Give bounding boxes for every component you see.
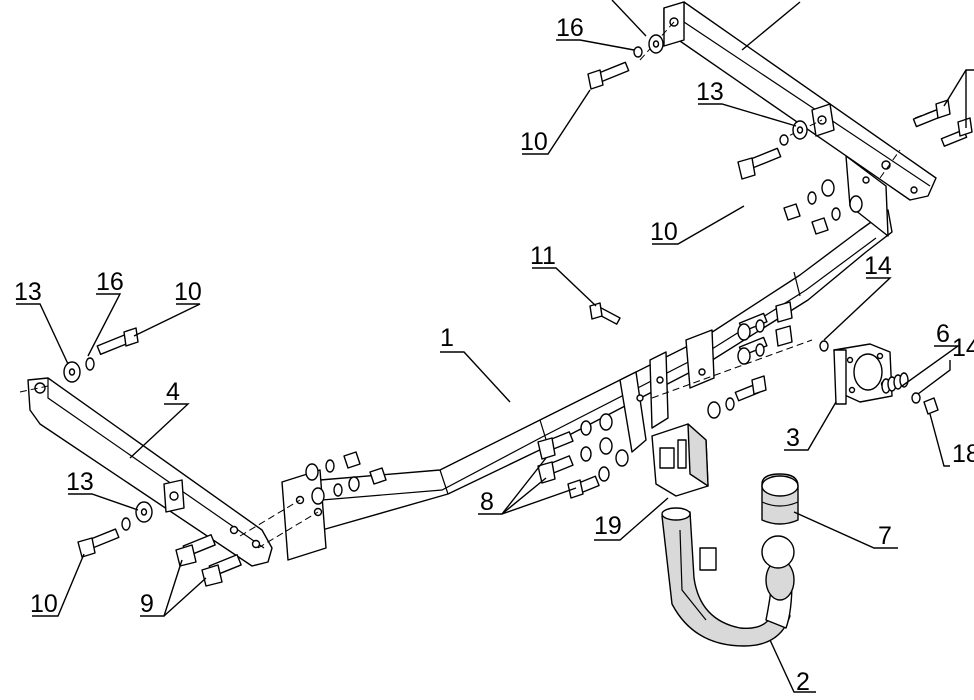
label-8: 8 [480,488,494,516]
bolt-top-a [587,61,630,90]
label-11: 11 [530,242,556,270]
bolt-11 [589,302,621,325]
label-9: 9 [140,590,154,618]
label-10-left-top: 10 [174,278,202,306]
bolt-8-a [537,431,574,460]
left-side-bracket [27,377,273,567]
leader-lines [16,0,974,693]
bolt-left-bottom [77,528,120,558]
label-3: 3 [786,424,800,452]
bolt-9-a [175,534,216,567]
label-18: 18 [952,440,974,468]
bolt-centre-right-a [738,301,793,333]
right-side-bracket [663,1,937,201]
bolt-9-b [201,554,242,587]
main-crossbar [281,155,893,561]
socket-block [651,423,709,497]
label-16-top: 16 [556,14,584,42]
label-13-left-top: 13 [14,278,42,306]
label-2: 2 [796,668,810,696]
label-14-b: 14 [952,334,974,362]
label-4: 4 [166,378,180,406]
bolt-8-b [537,455,574,484]
ball-cover-cap [761,473,799,525]
washers-and-nuts [63,34,939,531]
label-19: 19 [594,512,622,540]
callout-labels: 1 2 3 4 6 7 8 9 10 10 10 10 11 13 13 13 … [14,14,974,696]
bolt-far-right-a [912,99,951,128]
label-1: 1 [440,324,454,352]
bolt-centre-right-c [734,375,767,402]
label-10-top: 10 [520,128,548,156]
label-13-top: 13 [696,78,724,106]
bolt-top-b [737,147,782,180]
tow-ball-neck [661,507,795,647]
label-13-left-bottom: 13 [66,468,94,496]
socket-plate [833,343,893,405]
label-7: 7 [878,522,892,550]
label-10-left-bottom: 10 [30,590,58,618]
label-14-a: 14 [864,252,892,280]
bolt-far-right-b [940,117,973,147]
label-6: 6 [936,320,950,348]
bolt-left-top [96,327,139,356]
bolts [77,61,973,587]
label-10-centre: 10 [650,218,678,246]
spring [881,372,909,394]
bolt-8-c [567,475,600,499]
label-16-left: 16 [96,268,124,296]
